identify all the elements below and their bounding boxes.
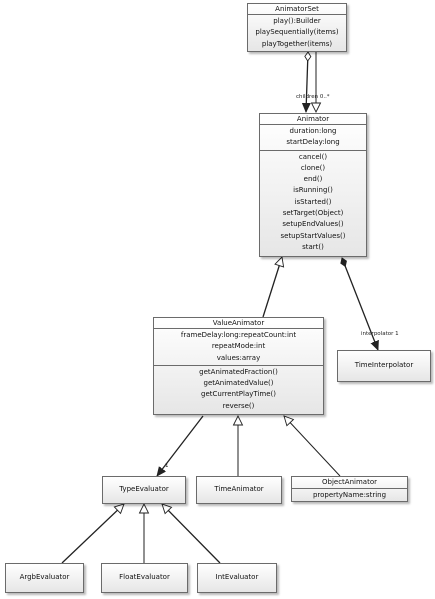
interpolator-multiplicity-label: interpolator 1	[361, 331, 399, 337]
class-timeinterpolator[interactable]: TimeInterpolator	[337, 350, 431, 382]
class-intevaluator[interactable]: IntEvaluator	[197, 563, 277, 593]
operation-row: getCurrentPlayTime()	[201, 390, 276, 399]
class-name: AnimatorSet	[275, 5, 319, 13]
operation-row: setTarget(Object)	[282, 209, 344, 218]
operation-row: reverse()	[222, 401, 255, 410]
operation-row: play():Builder	[273, 17, 321, 25]
class-timeanimator[interactable]: TimeAnimator	[196, 476, 282, 504]
inheritance-intevaluator-edge	[161, 503, 221, 564]
class-name: TimeInterpolator	[354, 361, 414, 370]
class-floatevaluator[interactable]: FloatEvaluator	[101, 563, 188, 593]
class-name: ValueAnimator	[212, 319, 265, 327]
composition-interpolator-edge	[342, 258, 378, 350]
inheritance-argbevaluator-edge	[61, 503, 125, 564]
attribute-row: repeatMode:int	[211, 342, 266, 351]
operation-row: isStarted()	[294, 197, 332, 206]
class-name: ArgbEvaluator	[19, 573, 70, 582]
association-typeevaluator-edge	[157, 415, 204, 476]
operation-row: cancel()	[298, 152, 328, 161]
aggregation-children-edge	[306, 52, 308, 112]
operation-row: start()	[302, 242, 324, 251]
operation-row: setupStartValues()	[280, 231, 346, 240]
class-name: Animator	[296, 115, 330, 123]
operation-row: getAnimatedValue()	[203, 379, 274, 388]
operation-row: clone()	[300, 163, 326, 172]
children-multiplicity-label: children 0..*	[296, 94, 330, 100]
operation-row: getAnimatedFraction()	[199, 367, 278, 376]
class-valueanimator[interactable]: ValueAnimator frameDelay:long:repeatCoun…	[153, 317, 324, 415]
class-animatorset[interactable]: AnimatorSet play():Builder playSequentia…	[247, 3, 347, 52]
typeevaluator-multiplicity-label: 1	[165, 463, 169, 469]
class-objectanimator[interactable]: ObjectAnimator propertyName:string	[291, 476, 408, 502]
attribute-row: duration:long	[289, 127, 337, 135]
class-name: ObjectAnimator	[322, 478, 377, 486]
inheritance-valueanimator-edge	[262, 256, 285, 318]
class-name: FloatEvaluator	[119, 573, 170, 582]
inheritance-objectanimator-edge	[283, 415, 341, 477]
class-name: TimeAnimator	[214, 485, 264, 494]
class-name: TypeEvaluator	[119, 485, 169, 494]
operation-row: isRunning()	[293, 186, 333, 195]
attribute-row: propertyName:string	[312, 491, 387, 499]
attribute-row: values:array	[216, 353, 261, 362]
class-argbevaluator[interactable]: ArgbEvaluator	[5, 563, 84, 593]
operation-row: playSequentially(items)	[255, 28, 339, 37]
attribute-row: startDelay:long	[286, 138, 340, 147]
operation-row: end()	[303, 175, 323, 184]
attribute-row: frameDelay:long:repeatCount:int	[180, 331, 297, 339]
operation-row: playTogether(items)	[261, 39, 333, 48]
operation-row: setupEndValues()	[282, 220, 344, 229]
class-animator[interactable]: Animator duration:long startDelay:long c…	[259, 113, 367, 257]
class-typeevaluator[interactable]: TypeEvaluator	[102, 476, 186, 504]
class-name: IntEvaluator	[215, 573, 259, 582]
